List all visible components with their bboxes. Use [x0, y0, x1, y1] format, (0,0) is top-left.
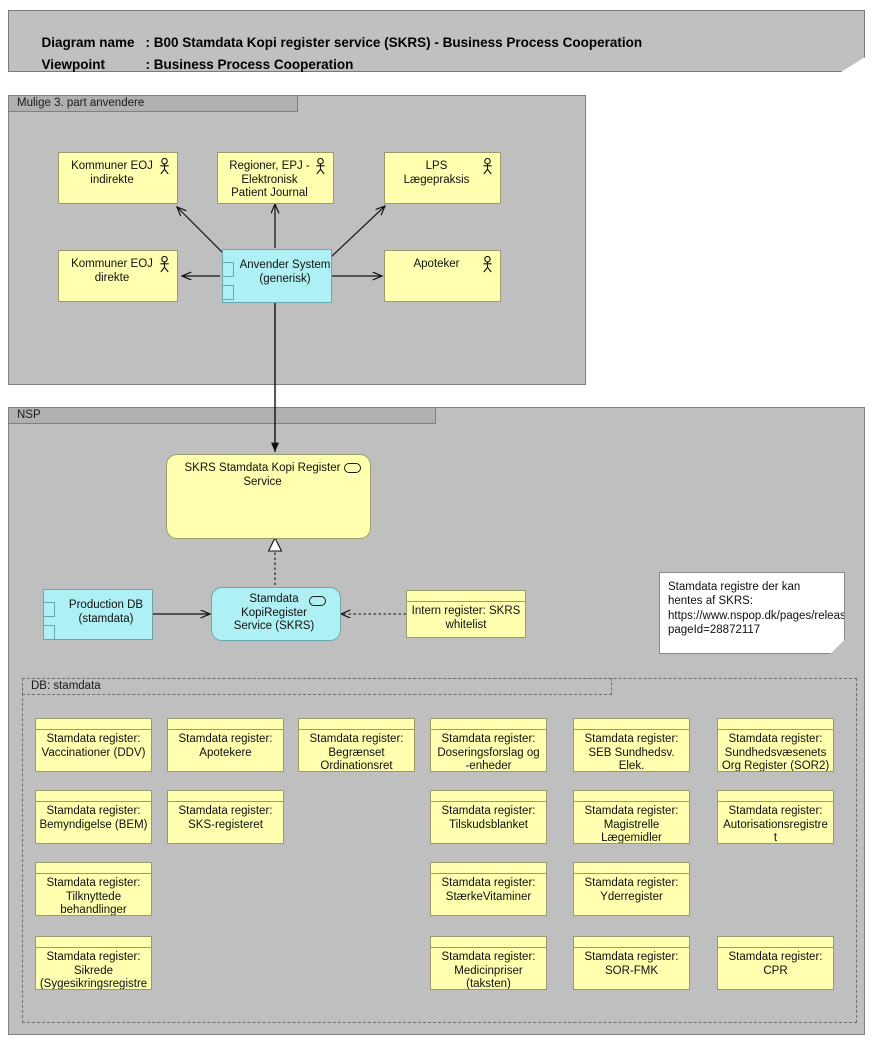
element-label: Stamdata register: Sikrede (Sygesikrings… — [39, 951, 148, 990]
element-label: Stamdata KopiRegister Service (SKRS) — [233, 593, 315, 633]
data-object-icon — [299, 719, 414, 730]
element-label: Stamdata register: SEB Sundhedsv. Elek. … — [584, 733, 679, 772]
element-label: Intern register: SKRS whitelist — [411, 605, 521, 631]
viewpoint-value: : Business Process Cooperation — [145, 57, 354, 72]
actor-icon — [483, 158, 492, 175]
viewpoint-label: Viewpoint — [41, 57, 106, 72]
data-object-icon — [718, 719, 833, 730]
element-label: Stamdata register: Bemyndigelse (BEM) — [39, 805, 148, 831]
element-reg-vaccinationer[interactable]: Stamdata register: Vaccinationer (DDV) — [35, 718, 152, 772]
viewpoint-line: Viewpoint : Business Process Cooperation — [19, 42, 354, 72]
element-reg-magistrelle[interactable]: Stamdata register: Magistrelle Lægemidle… — [573, 790, 690, 844]
element-label: Stamdata register: Sundhedsvæsenets Org … — [721, 733, 830, 772]
data-object-icon — [574, 863, 689, 874]
element-lps-laegepraksis[interactable]: LPS Lægepraksis — [384, 152, 501, 204]
element-label: Stamdata register: Vaccinationer (DDV) — [41, 733, 146, 759]
component-tab-icon — [223, 262, 234, 277]
diagram-name-line: Diagram name : B00 Stamdata Kopi register… — [19, 20, 643, 65]
element-label: Kommuner EOJ direkte — [71, 258, 153, 284]
diagram-name-label: Diagram name — [41, 35, 135, 50]
element-label: Stamdata register: Begrænset Ordinations… — [309, 733, 404, 772]
data-object-icon — [718, 937, 833, 948]
element-reg-yderregister[interactable]: Stamdata register: Yderregister — [573, 862, 690, 916]
data-object-icon — [36, 791, 151, 802]
service-oval-icon — [344, 463, 361, 473]
element-label: SKRS Stamdata Kopi Register Service — [184, 462, 341, 488]
note-stamdata-registre-link: Stamdata registre der kan hentes af SKRS… — [659, 572, 845, 654]
element-reg-cpr[interactable]: Stamdata register: CPR — [717, 936, 834, 990]
group-nsp-title: NSP — [8, 407, 436, 424]
diagram-title-banner: Diagram name : B00 Stamdata Kopi register… — [8, 10, 865, 72]
element-reg-sikrede[interactable]: Stamdata register: Sikrede (Sygesikrings… — [35, 936, 152, 990]
element-label: Stamdata register: Magistrelle Lægemidle… — [584, 805, 679, 844]
group-third-party-users: Mulige 3. part anvendere — [8, 95, 586, 385]
element-stamdata-kopiregister-service[interactable]: Stamdata KopiRegister Service (SKRS) — [211, 587, 341, 641]
service-oval-icon — [309, 596, 326, 606]
data-object-icon — [431, 791, 546, 802]
element-production-db[interactable]: Production DB (stamdata) — [43, 589, 153, 640]
element-label: Stamdata register: Medicinpriser (takste… — [441, 951, 536, 990]
diagram-name-value: : B00 Stamdata Kopi register service (SK… — [145, 35, 643, 50]
element-reg-staerkevitaminer[interactable]: Stamdata register: StærkeVitaminer — [430, 862, 547, 916]
data-object-icon — [431, 937, 546, 948]
element-label: Stamdata register: Yderregister — [584, 877, 679, 903]
group-third-party-users-title: Mulige 3. part anvendere — [8, 95, 298, 112]
element-anvender-system[interactable]: Anvender System (generisk) — [222, 249, 332, 303]
element-reg-doseringsforslag[interactable]: Stamdata register: Doseringsforslag og -… — [430, 718, 547, 772]
element-label: Anvender System (generisk) — [239, 259, 331, 285]
component-tab-icon — [44, 602, 55, 617]
element-label: Stamdata register: Doseringsforslag og -… — [437, 733, 540, 772]
actor-icon — [160, 256, 169, 273]
element-reg-medicinpriser[interactable]: Stamdata register: Medicinpriser (takste… — [430, 936, 547, 990]
element-reg-sor-fmk[interactable]: Stamdata register: SOR-FMK — [573, 936, 690, 990]
data-object-icon — [168, 719, 283, 730]
data-object-icon — [431, 719, 546, 730]
group-db-stamdata-title: DB: stamdata — [22, 678, 612, 695]
element-reg-autorisation[interactable]: Stamdata register: Autorisationsregistre… — [717, 790, 834, 844]
element-label: Stamdata register: StærkeVitaminer — [441, 877, 536, 903]
element-label: LPS Lægepraksis — [403, 160, 470, 186]
element-skrs-stamdata-kopi-register-service[interactable]: SKRS Stamdata Kopi Register Service — [166, 454, 371, 539]
element-reg-sks[interactable]: Stamdata register: SKS-registeret — [167, 790, 284, 844]
element-label: Stamdata register: Tilskudsblanket — [441, 805, 536, 831]
data-object-icon — [407, 591, 525, 602]
element-kommuner-eoj-indirekte[interactable]: Kommuner EOJ indirekte — [58, 152, 178, 204]
element-reg-tilknyttede[interactable]: Stamdata register: Tilknyttede behandlin… — [35, 862, 152, 916]
data-object-icon — [431, 863, 546, 874]
element-regioner-epj[interactable]: Regioner, EPJ - Elektronisk Patient Jour… — [217, 152, 334, 204]
element-reg-begraenset[interactable]: Stamdata register: Begrænset Ordinations… — [298, 718, 415, 772]
element-label: Stamdata register: SKS-registeret — [178, 805, 273, 831]
element-label: Stamdata register: SOR-FMK — [584, 951, 679, 977]
element-label: Kommuner EOJ indirekte — [71, 160, 153, 186]
group-db-stamdata: DB: stamdata — [22, 678, 857, 1023]
element-reg-sor2[interactable]: Stamdata register: Sundhedsvæsenets Org … — [717, 718, 834, 772]
data-object-icon — [36, 863, 151, 874]
element-reg-tilskudsblanket[interactable]: Stamdata register: Tilskudsblanket — [430, 790, 547, 844]
data-object-icon — [168, 791, 283, 802]
actor-icon — [483, 256, 492, 273]
element-label: Stamdata register: Apotekere — [178, 733, 273, 759]
component-tab-icon — [44, 625, 55, 639]
actor-icon — [316, 158, 325, 175]
data-object-icon — [574, 719, 689, 730]
element-label: Production DB (stamdata) — [68, 599, 144, 625]
element-reg-apotekere[interactable]: Stamdata register: Apotekere — [167, 718, 284, 772]
element-apoteker[interactable]: Apoteker — [384, 250, 501, 302]
element-label: Regioner, EPJ - Elektronisk Patient Jour… — [229, 160, 310, 200]
data-object-icon — [574, 937, 689, 948]
component-tab-icon — [223, 285, 234, 300]
element-label: Stamdata register: Autorisationsregistre… — [723, 805, 828, 844]
element-reg-bemyndigelse[interactable]: Stamdata register: Bemyndigelse (BEM) — [35, 790, 152, 844]
data-object-icon — [36, 719, 151, 730]
element-label: Stamdata register: Tilknyttede behandlin… — [46, 877, 141, 916]
element-skrs-whitelist[interactable]: Intern register: SKRS whitelist — [406, 590, 526, 638]
element-label: Apoteker — [413, 258, 460, 270]
data-object-icon — [574, 791, 689, 802]
actor-icon — [160, 158, 169, 175]
data-object-icon — [718, 791, 833, 802]
data-object-icon — [36, 937, 151, 948]
element-label: Stamdata register: CPR — [728, 951, 823, 977]
element-reg-seb[interactable]: Stamdata register: SEB Sundhedsv. Elek. … — [573, 718, 690, 772]
element-kommuner-eoj-direkte[interactable]: Kommuner EOJ direkte — [58, 250, 178, 302]
